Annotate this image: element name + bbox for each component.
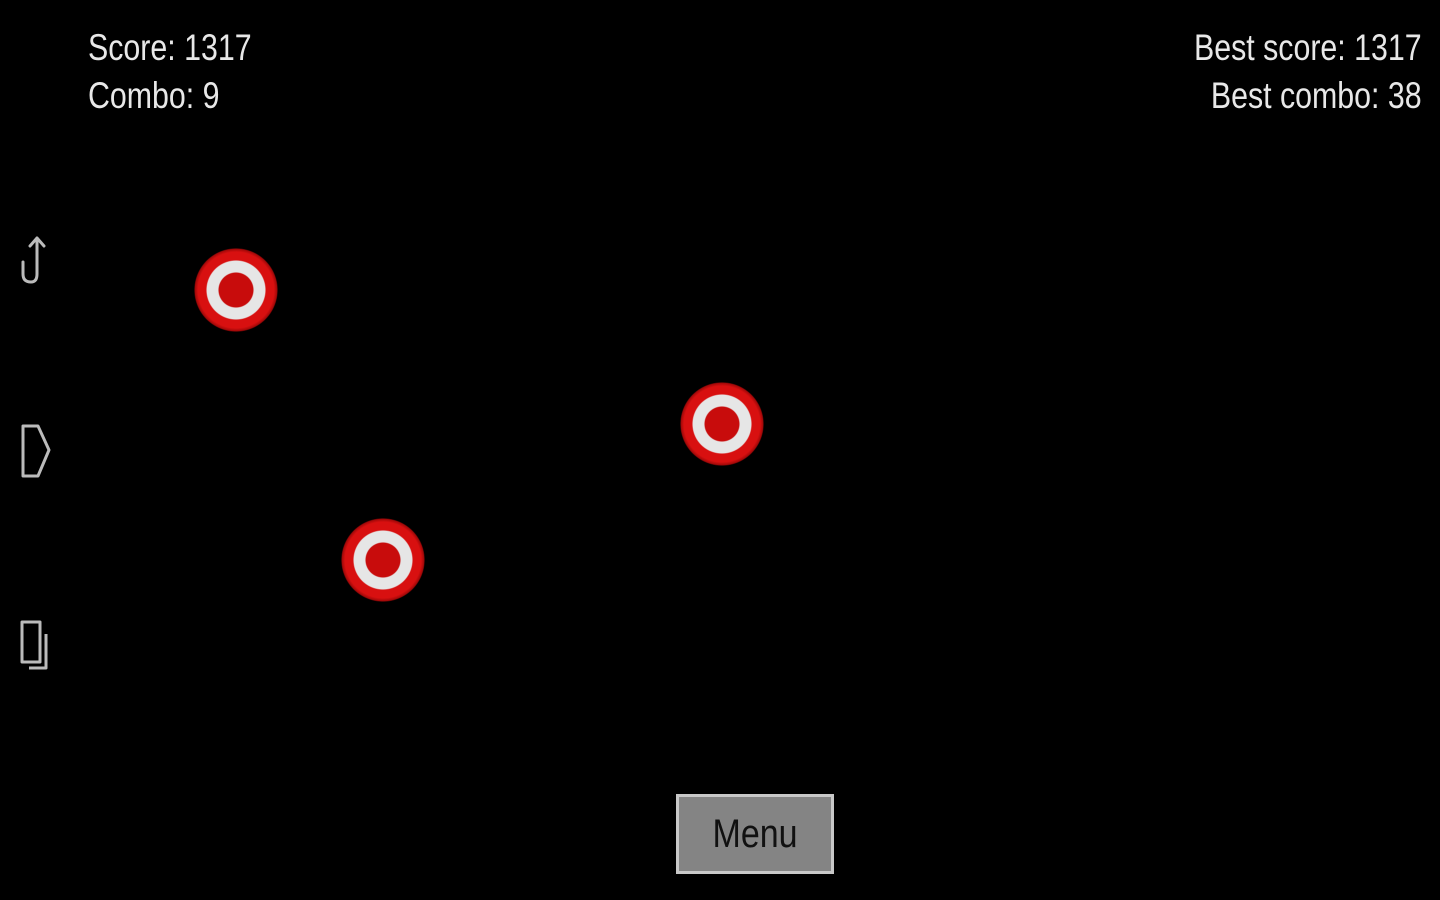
target-bullseye[interactable] xyxy=(680,382,764,466)
best-score-text: Best score: 1317 xyxy=(1194,27,1422,68)
best-combo-text: Best combo: 38 xyxy=(1211,75,1422,116)
score-text: Score: 1317 xyxy=(88,27,252,68)
hud-left: Score: 1317 Combo: 9 xyxy=(88,24,288,120)
undo-arrow-icon[interactable] xyxy=(14,230,54,290)
hud-right: Best score: 1317 Best combo: 38 xyxy=(1144,24,1422,120)
combo-text: Combo: 9 xyxy=(88,75,220,116)
target-bullseye[interactable] xyxy=(194,248,278,332)
menu-button[interactable]: Menu xyxy=(676,794,834,874)
label-tag-icon[interactable] xyxy=(14,420,54,480)
target-bullseye[interactable] xyxy=(341,518,425,602)
copy-icon[interactable] xyxy=(14,614,54,674)
menu-button-label: Menu xyxy=(712,811,798,856)
